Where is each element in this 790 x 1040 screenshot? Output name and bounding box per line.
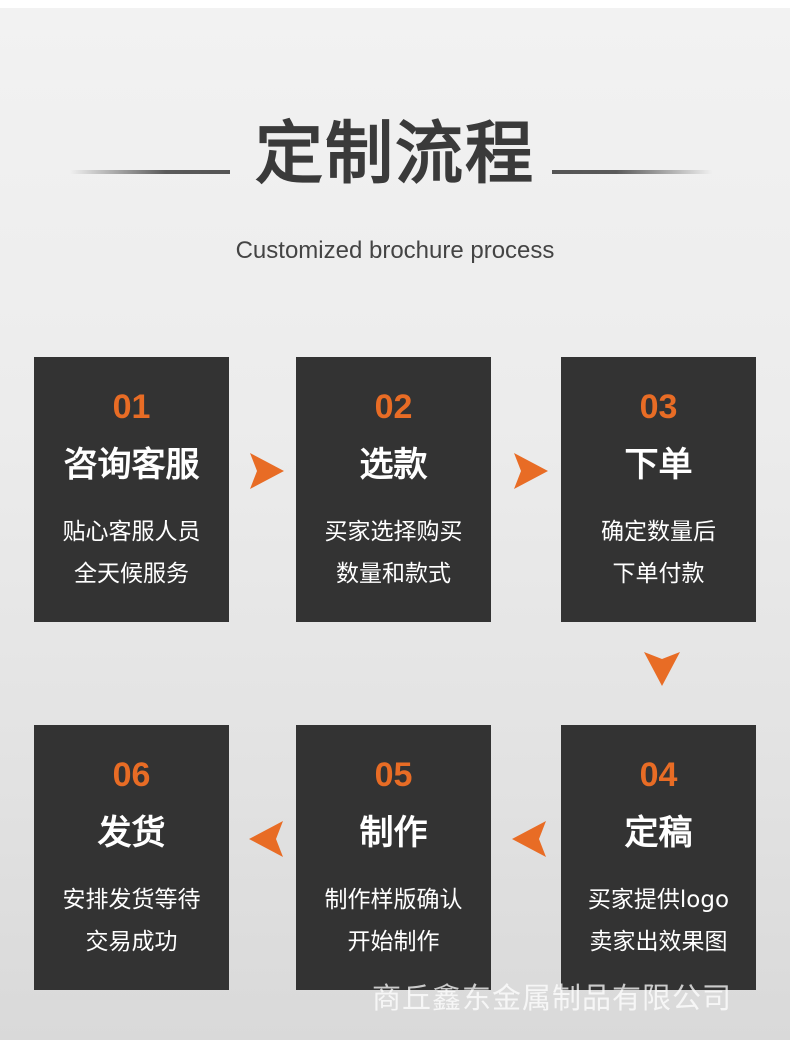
step-description-line: 全天候服务 <box>74 561 189 587</box>
step-description-line: 开始制作 <box>347 929 440 955</box>
step-card-03: 03 下单 确定数量后 下单付款 <box>561 357 756 622</box>
step-description: 安排发货等待 交易成功 <box>34 879 229 963</box>
step-description-line: 制作样版确认 <box>324 887 463 913</box>
arrow-left-icon <box>247 819 287 859</box>
arrow-right-icon <box>246 451 286 491</box>
step-card-04: 04 定稿 买家提供logo 卖家出效果图 <box>561 725 756 990</box>
step-description-line: 下单付款 <box>612 561 705 587</box>
top-strip <box>0 0 790 8</box>
step-description-line: 买家选择购买 <box>324 519 463 545</box>
step-description-line: 买家提供logo <box>587 887 730 913</box>
title-divider-left <box>70 170 230 174</box>
step-number: 06 <box>112 756 151 794</box>
step-description-line: 确定数量后 <box>601 519 716 545</box>
step-card-05: 05 制作 制作样版确认 开始制作 <box>296 725 491 990</box>
title-section: 定制流程 <box>0 110 790 200</box>
step-name: 选款 <box>359 445 428 485</box>
step-description: 确定数量后 下单付款 <box>561 511 756 595</box>
title-divider-right <box>552 170 712 174</box>
page-title: 定制流程 <box>254 115 535 194</box>
step-description-line: 数量和款式 <box>336 561 451 587</box>
step-number: 05 <box>374 756 413 794</box>
step-card-06: 06 发货 安排发货等待 交易成功 <box>34 725 229 990</box>
step-name: 发货 <box>97 813 166 853</box>
arrow-left-icon <box>510 819 550 859</box>
step-description-line: 安排发货等待 <box>62 887 201 913</box>
step-description: 买家选择购买 数量和款式 <box>296 511 491 595</box>
company-watermark: 商丘鑫东金属制品有限公司 <box>372 981 733 1015</box>
step-card-01: 01 咨询客服 贴心客服人员 全天候服务 <box>34 357 229 622</box>
step-name: 咨询客服 <box>63 445 200 485</box>
page-subtitle: Customized brochure process <box>235 237 555 264</box>
arrow-right-icon <box>510 451 550 491</box>
step-description-line: 交易成功 <box>85 929 178 955</box>
step-name: 定稿 <box>624 813 693 853</box>
step-name: 下单 <box>624 445 693 485</box>
step-name: 制作 <box>359 813 428 853</box>
step-number: 02 <box>374 388 413 426</box>
step-description: 贴心客服人员 全天候服务 <box>34 511 229 595</box>
step-description: 买家提供logo 卖家出效果图 <box>561 879 756 963</box>
step-description: 制作样版确认 开始制作 <box>296 879 491 963</box>
step-description-line: 卖家出效果图 <box>589 929 728 955</box>
step-description-line: 贴心客服人员 <box>62 519 201 545</box>
arrow-down-icon <box>642 648 682 688</box>
step-card-02: 02 选款 买家选择购买 数量和款式 <box>296 357 491 622</box>
step-number: 01 <box>112 388 151 426</box>
step-number: 04 <box>639 756 678 794</box>
step-number: 03 <box>639 388 678 426</box>
